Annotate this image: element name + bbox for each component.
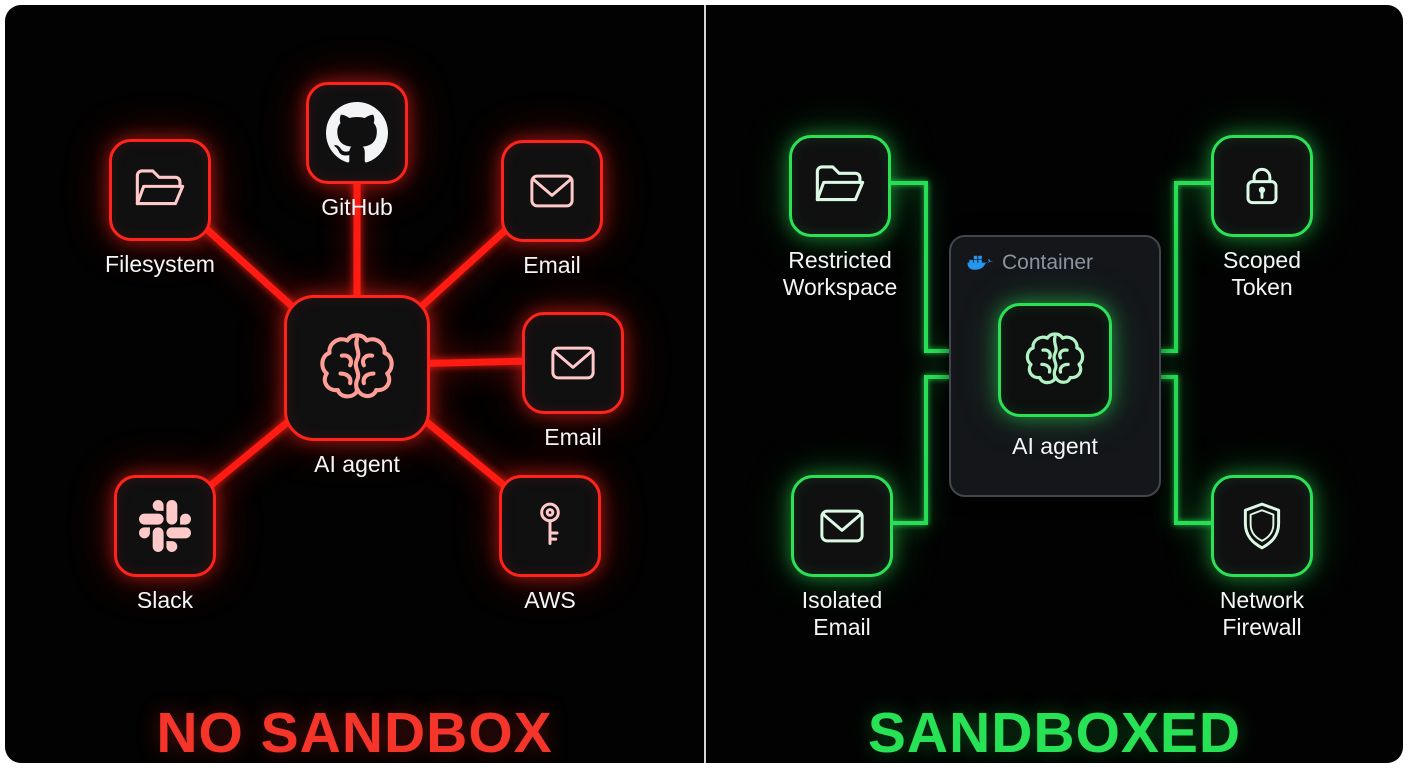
- envelope-icon: [551, 346, 595, 380]
- diagram-board: Filesystem GitHub Ema: [5, 5, 1403, 763]
- node-label: Restricted Workspace: [782, 247, 898, 301]
- node-label: Email: [544, 424, 602, 450]
- connector-lines: [886, 181, 1216, 525]
- sandboxed-ai-agent-tile: [998, 303, 1112, 417]
- docker-icon: [967, 255, 994, 270]
- slack-icon: [139, 500, 191, 552]
- email-right-node: Email: [483, 312, 663, 451]
- sandboxed-title: SANDBOXED: [867, 701, 1242, 763]
- node-label: AI agent: [314, 451, 400, 477]
- envelope-icon: [530, 174, 574, 208]
- github-icon: [326, 102, 388, 163]
- aws-tile: [499, 475, 601, 577]
- scoped-token-node: Scoped Token: [1172, 135, 1352, 301]
- folder-icon: [135, 169, 185, 206]
- folder-icon: [815, 165, 865, 202]
- envelope-icon: [820, 509, 864, 543]
- container-box: Container AI agent: [949, 235, 1161, 497]
- brain-icon: [320, 333, 394, 399]
- filesystem-tile: [109, 139, 211, 241]
- node-label: Isolated Email: [801, 587, 883, 641]
- slack-node: Slack: [75, 475, 255, 614]
- email-top-node: Email: [462, 140, 642, 279]
- github-tile: [306, 82, 408, 184]
- no-sandbox-panel: Filesystem GitHub Ema: [5, 5, 704, 763]
- node-label: Email: [523, 252, 581, 278]
- scoped-token-tile: [1211, 135, 1313, 237]
- container-header: Container: [967, 251, 1093, 275]
- shield-icon: [1243, 502, 1281, 550]
- key-icon: [540, 502, 560, 545]
- node-label: AI agent: [1012, 433, 1098, 459]
- aws-node: AWS: [460, 475, 640, 614]
- restricted-workspace-tile: [789, 135, 891, 237]
- email-tile: [522, 312, 624, 414]
- isolated-email-tile: [791, 475, 893, 577]
- ai-agent-tile: [284, 295, 430, 441]
- github-node: GitHub: [267, 82, 447, 221]
- filesystem-node: Filesystem: [70, 139, 250, 278]
- node-label: AWS: [524, 587, 576, 613]
- slack-tile: [114, 475, 216, 577]
- restricted-workspace-node: Restricted Workspace: [750, 135, 930, 301]
- sandboxed-panel: Restricted Workspace Scoped Token: [706, 5, 1403, 763]
- node-label: GitHub: [321, 194, 393, 220]
- email-tile: [501, 140, 603, 242]
- panel-divider: [704, 5, 706, 763]
- network-firewall-tile: [1211, 475, 1313, 577]
- brain-icon: [1025, 332, 1085, 385]
- ai-agent-node: AI agent: [267, 295, 447, 478]
- node-label: Slack: [136, 587, 194, 613]
- network-firewall-node: Network Firewall: [1172, 475, 1352, 641]
- node-label: Network Firewall: [1219, 587, 1305, 641]
- lock-icon: [1246, 167, 1278, 205]
- container-label: Container: [1002, 251, 1094, 274]
- no-sandbox-title: NO SANDBOX: [156, 701, 553, 763]
- node-label: Scoped Token: [1222, 247, 1301, 301]
- isolated-email-node: Isolated Email: [752, 475, 932, 641]
- node-label: Filesystem: [105, 251, 215, 277]
